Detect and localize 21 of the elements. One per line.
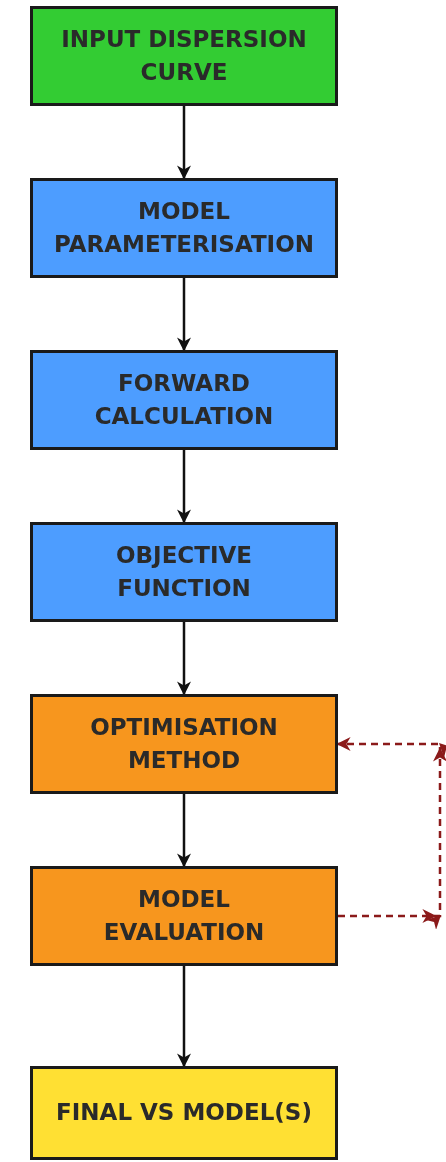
box-label: FORWARD CALCULATION xyxy=(93,368,275,431)
arrow xyxy=(177,106,191,180)
box-label: MODEL EVALUATION xyxy=(102,884,266,947)
box-label: OPTIMISATION METHOD xyxy=(89,712,279,775)
process-box xyxy=(30,6,338,106)
arrow xyxy=(177,622,191,696)
process-box xyxy=(30,350,338,450)
process-box xyxy=(30,1066,338,1160)
process-box xyxy=(30,522,338,622)
arrow xyxy=(177,966,191,1068)
process-box xyxy=(30,694,338,794)
process-box xyxy=(30,178,338,278)
process-box xyxy=(30,866,338,966)
box-label: OBJECTIVE FUNCTION xyxy=(115,540,253,603)
arrow xyxy=(177,450,191,524)
arrow xyxy=(177,278,191,352)
box-label: INPUT DISPERSION CURVE xyxy=(60,24,308,87)
box-label: MODEL PARAMETERISATION xyxy=(53,196,315,259)
arrow xyxy=(338,737,446,929)
arrow xyxy=(177,794,191,868)
box-label: FINAL VS MODEL(S) xyxy=(55,1098,313,1128)
